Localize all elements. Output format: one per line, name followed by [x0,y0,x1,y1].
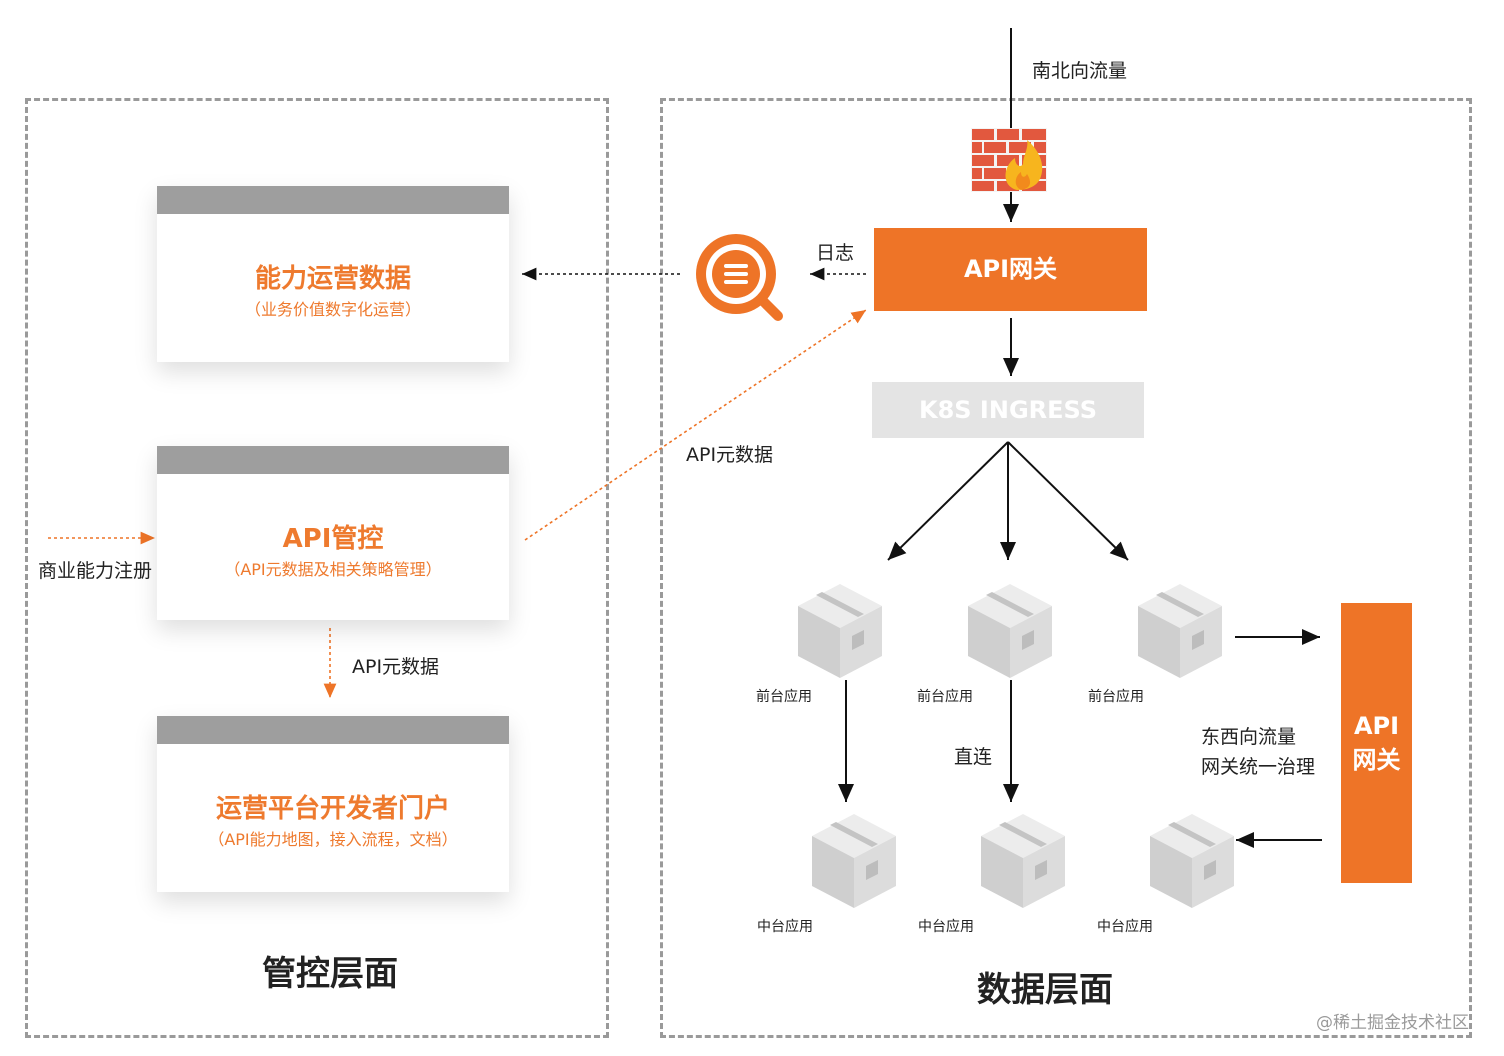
api-metadata-down-label: API元数据 [352,656,440,678]
ingress-fan-right [1007,441,1129,561]
middle-app-label: 中台应用 [757,919,813,935]
card-subtitle: （业务价值数字化运营） [244,300,421,319]
package-box-icon [1150,814,1234,908]
direct-connect-label: 直连 [954,746,993,768]
package-box-icon [812,814,896,908]
middle-app-box-2 [977,808,1069,912]
front-app-label: 前台应用 [917,689,973,705]
watermark: @稀土掘金技术社区 [1316,1013,1469,1033]
log-search-icon [692,230,788,326]
api-control-card: API管控 （API元数据及相关策略管理） [157,446,509,620]
k8s-ingress-box: K8S INGRESS [872,382,1144,438]
data-plane-title: 数据层面 [977,970,1113,1010]
front-app-box-3 [1134,578,1226,682]
k8s-ingress-label: K8S INGRESS [918,396,1098,424]
card-title: API管控 [282,524,384,554]
package-box-icon [798,584,882,678]
data-plane-panel [660,98,1472,1038]
side-api-gateway-box: API 网关 [1341,603,1412,883]
middle-app-box-3 [1146,808,1238,912]
side-gateway-line2: 网关 [1352,746,1401,774]
middle-app-label: 中台应用 [918,919,974,935]
api-gateway-box: API网关 [874,228,1147,311]
ops-data-card: 能力运营数据 （业务价值数字化运营） [157,186,509,362]
package-box-icon [981,814,1065,908]
package-box-icon [1138,584,1222,678]
log-label: 日志 [816,242,855,264]
front-app-label: 前台应用 [1088,689,1144,705]
api-gateway-label: API网关 [963,255,1058,283]
developer-portal-card: 运营平台开发者门户 （API能力地图，接入流程，文档） [157,716,509,892]
card-subtitle: （API元数据及相关策略管理） [224,560,442,579]
front-app-box-2 [964,578,1056,682]
control-plane-panel [25,98,609,1038]
ingress-fan-left [887,441,1009,561]
card-title: 能力运营数据 [254,264,411,294]
front-app-label: 前台应用 [756,689,812,705]
control-plane-title: 管控层面 [262,954,398,994]
east-west-label-line2: 网关统一治理 [1201,756,1316,778]
card-header-bar [157,446,509,474]
card-header-bar [157,716,509,744]
middle-app-box-1 [808,808,900,912]
front-app-box-1 [794,578,886,682]
middle-app-label: 中台应用 [1097,919,1153,935]
card-header-bar [157,186,509,214]
api-metadata-diagonal-arrow [524,309,867,541]
register-label: 商业能力注册 [38,560,153,582]
card-title: 运营平台开发者门户 [215,794,450,824]
package-box-icon [968,584,1052,678]
east-west-label-line1: 东西向流量 [1201,726,1297,748]
api-metadata-diagonal-label: API元数据 [686,444,774,466]
firewall-icon [970,127,1048,193]
card-subtitle: （API能力地图，接入流程，文档） [208,830,458,849]
side-gateway-line1: API [1353,712,1400,740]
north-south-label: 南北向流量 [1032,60,1128,82]
